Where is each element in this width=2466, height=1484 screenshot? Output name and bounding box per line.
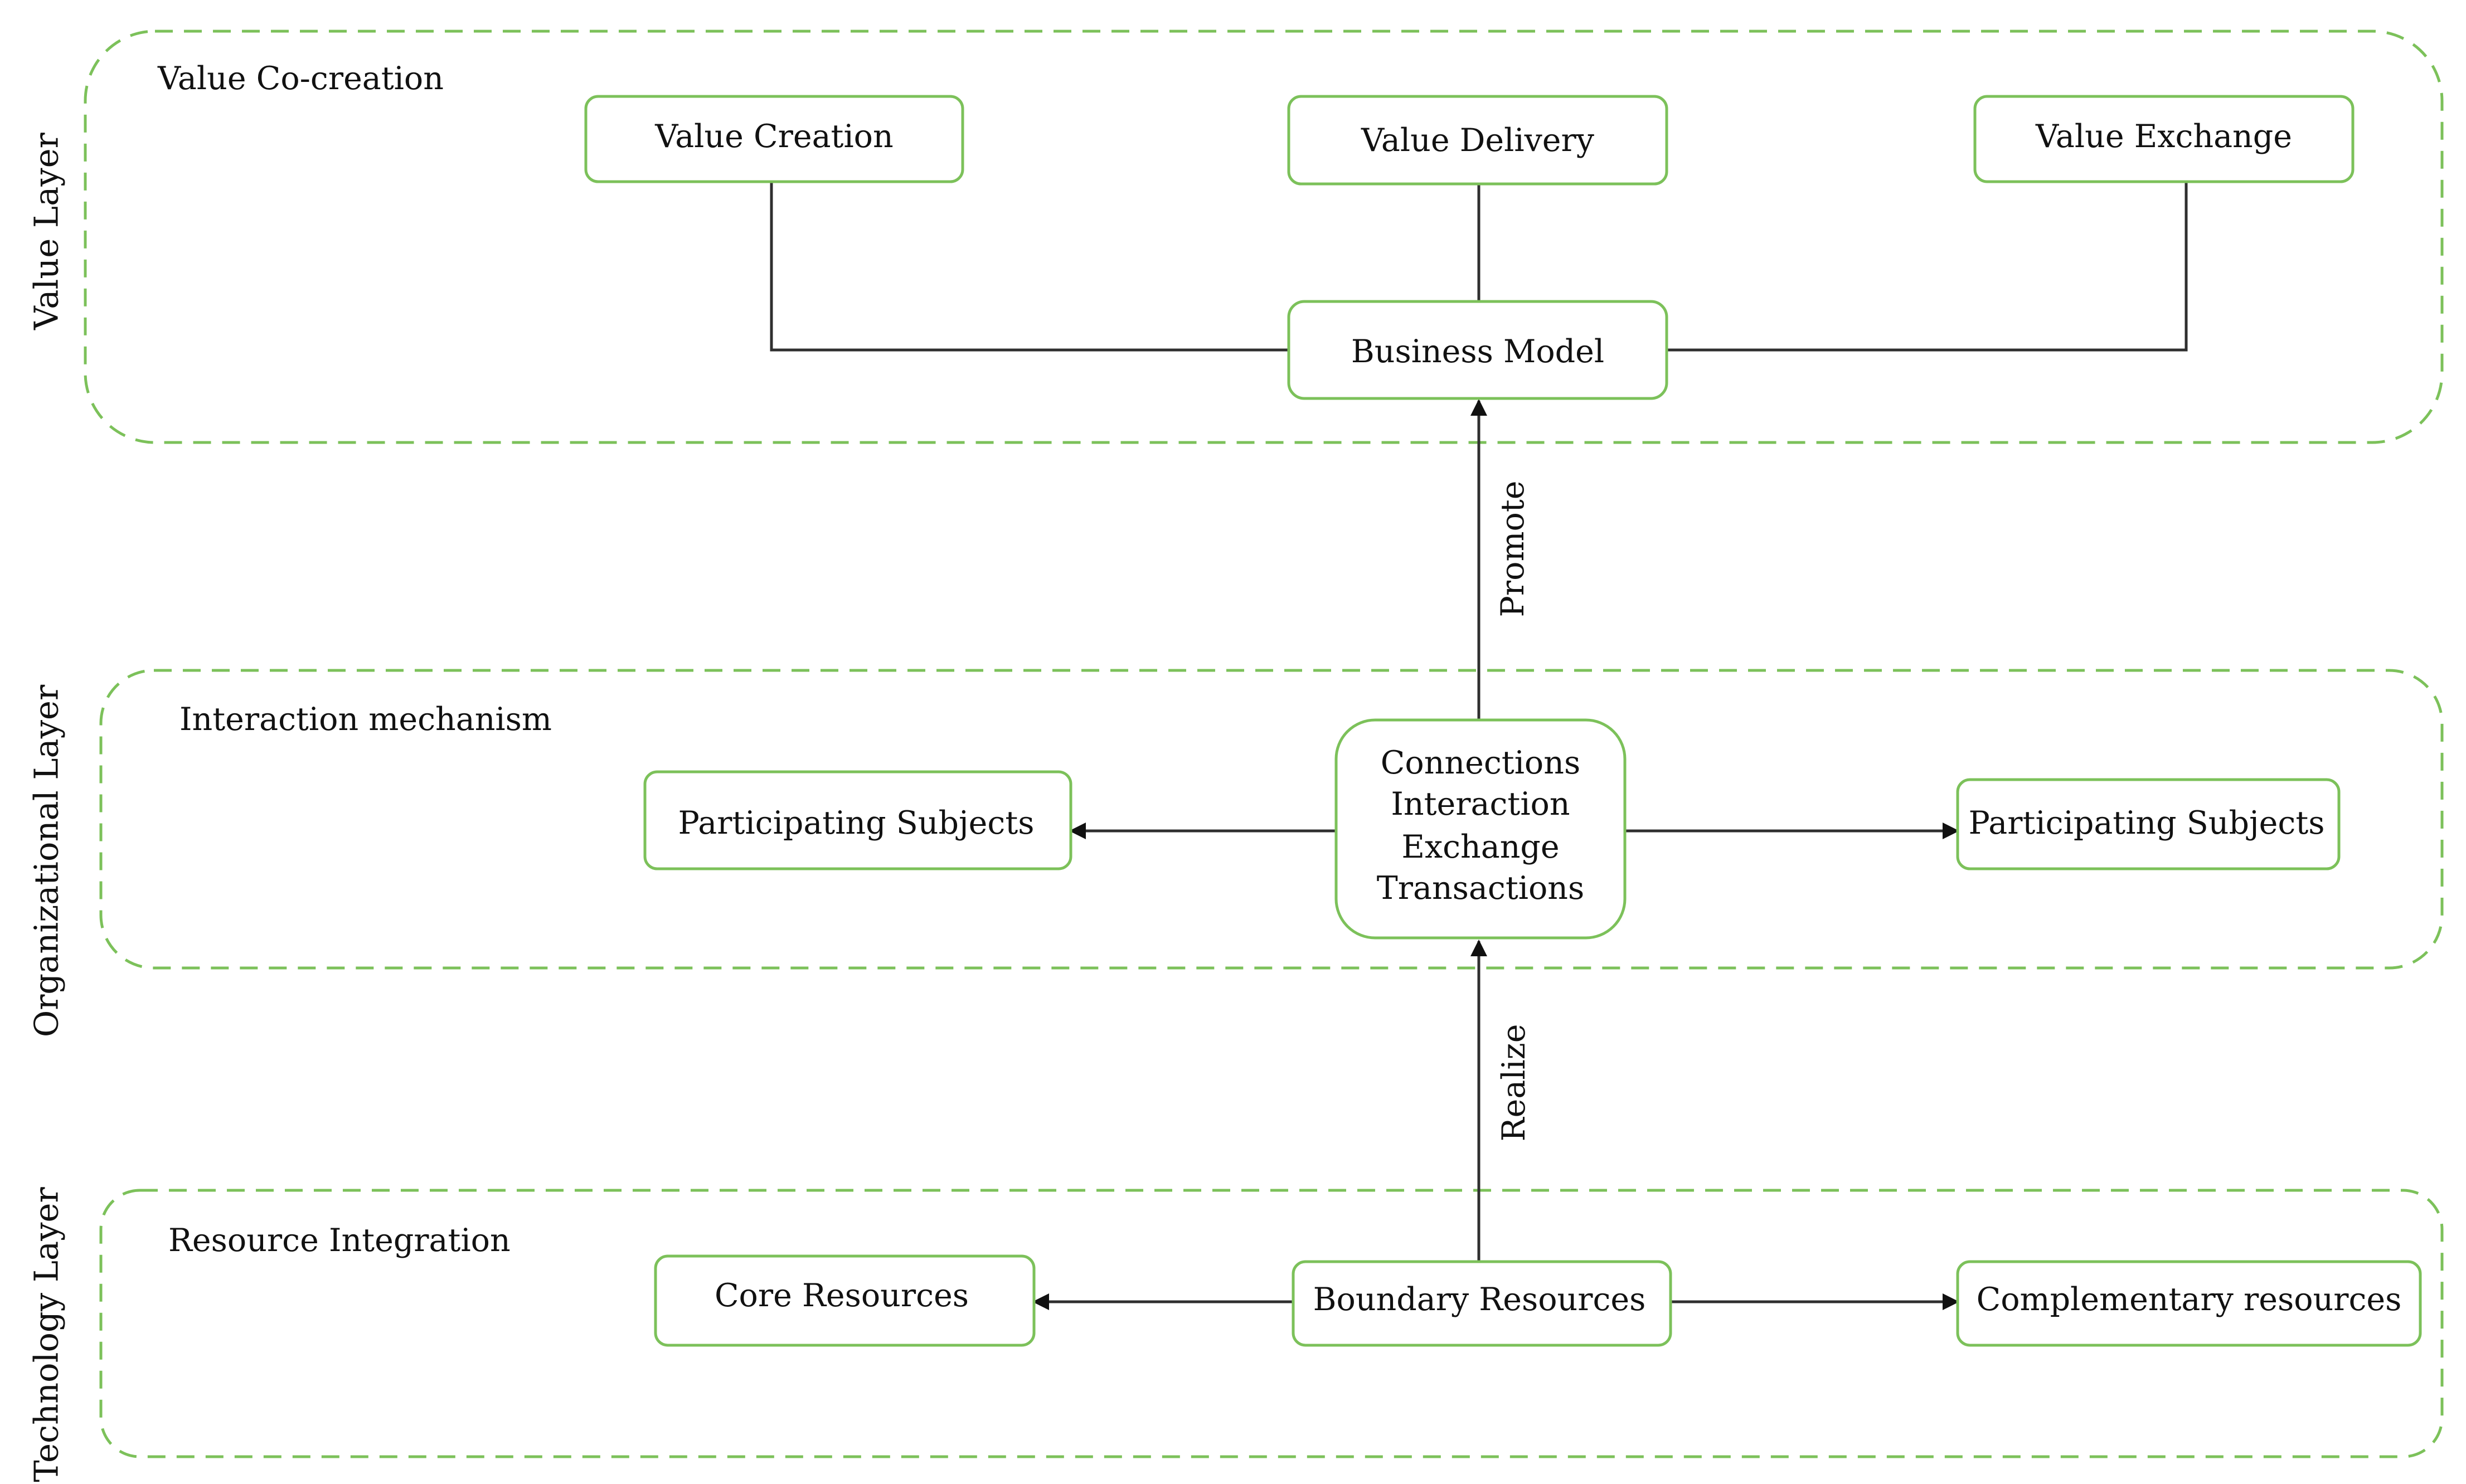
technology-layer-label: Technology Layer — [27, 1187, 66, 1482]
value-layer-panel — [84, 30, 2444, 444]
participating-subjects-right-box — [1956, 778, 2341, 870]
resource-integration-title: Resource Integration — [168, 1222, 511, 1259]
organizational-layer-panel — [99, 669, 2444, 970]
business-model-node: Business Model — [1287, 300, 1668, 400]
complementary-resources-node: Complementary resources — [1956, 1260, 2422, 1347]
participating-subjects-left-box — [643, 770, 1072, 870]
interaction-mechanism-center-node: Connections Interaction Exchange Transac… — [1334, 718, 1627, 940]
value-exchange-node: Value Exchange — [1973, 95, 2355, 183]
participating-subjects-left-text: Participating Subjects — [678, 805, 1035, 841]
core-resources-box — [654, 1254, 1036, 1347]
value-creation-text: Value Creation — [654, 118, 893, 155]
value-exchange-connector — [1667, 182, 2188, 352]
transactions-text: Transactions — [1377, 870, 1585, 907]
complementary-resources-text: Complementary resources — [1977, 1281, 2402, 1318]
value-exchange-box — [1973, 95, 2355, 183]
interaction-text: Interaction — [1391, 786, 1570, 823]
value-creation-node: Value Creation — [584, 95, 964, 183]
core-resources-node: Core Resources — [654, 1254, 1036, 1347]
exchange-text: Exchange — [1401, 829, 1559, 865]
value-creation-box — [584, 95, 964, 183]
value-delivery-node: Value Delivery — [1287, 95, 1668, 186]
interaction-mechanism-center-box — [1334, 718, 1627, 940]
realize-label: Realize — [1496, 1024, 1532, 1142]
core-resources-text: Core Resources — [715, 1277, 969, 1314]
technology-layer-panel — [99, 1189, 2444, 1458]
value-delivery-box — [1287, 95, 1668, 186]
participating-subjects-left-node: Participating Subjects — [643, 770, 1072, 870]
value-delivery-text: Value Delivery — [1361, 122, 1595, 159]
participating-subjects-right-node: Participating Subjects — [1956, 778, 2341, 870]
business-model-box — [1287, 300, 1668, 400]
complementary-resources-box — [1956, 1260, 2422, 1347]
value-creation-connector — [770, 182, 1289, 352]
boundary-resources-box — [1292, 1260, 1672, 1347]
organizational-layer-label: Organizational Layer — [27, 684, 66, 1037]
value-exchange-text: Value Exchange — [2035, 118, 2292, 155]
boundary-resources-text: Boundary Resources — [1313, 1281, 1646, 1318]
value-co-creation-title: Value Co-creation — [157, 60, 444, 97]
connections-text: Connections — [1381, 745, 1580, 781]
value-layer-label: Value Layer — [27, 132, 66, 330]
business-model-text: Business Model — [1351, 333, 1604, 370]
boundary-resources-node: Boundary Resources — [1292, 1260, 1672, 1347]
interaction-mechanism-title: Interaction mechanism — [179, 701, 552, 738]
participating-subjects-right-text: Participating Subjects — [1969, 805, 2325, 841]
promote-label: Promote — [1494, 481, 1531, 617]
